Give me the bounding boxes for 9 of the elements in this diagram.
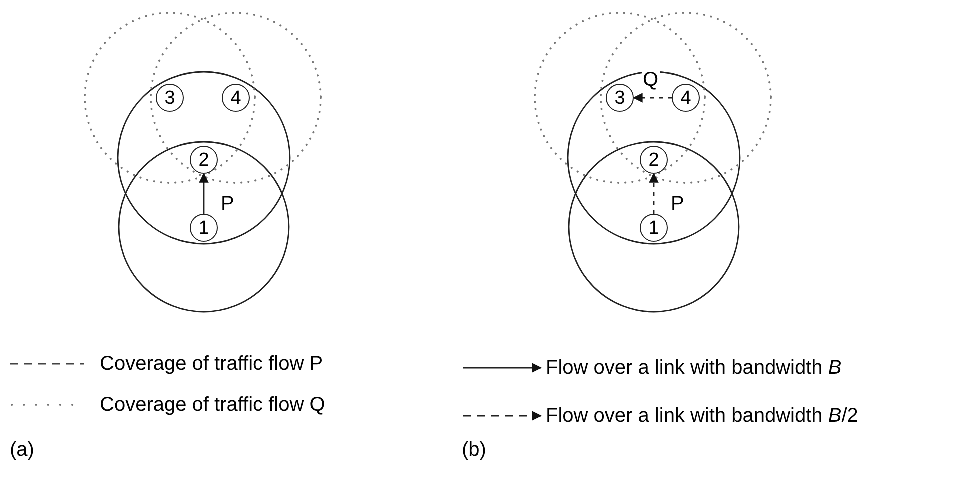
arrow — [649, 173, 659, 214]
legend-text: Flow over a link with bandwidth B/2 — [546, 406, 858, 426]
panel-label: (b) — [462, 440, 486, 460]
legend-text: Coverage of traffic flow P — [100, 354, 324, 374]
arrow — [199, 173, 209, 214]
panel-label: (a) — [10, 440, 34, 460]
edge-label: Q — [642, 70, 660, 90]
legend-text: Flow over a link with bandwidth B — [546, 358, 842, 378]
legend-text: Coverage of traffic flow Q — [100, 395, 326, 415]
